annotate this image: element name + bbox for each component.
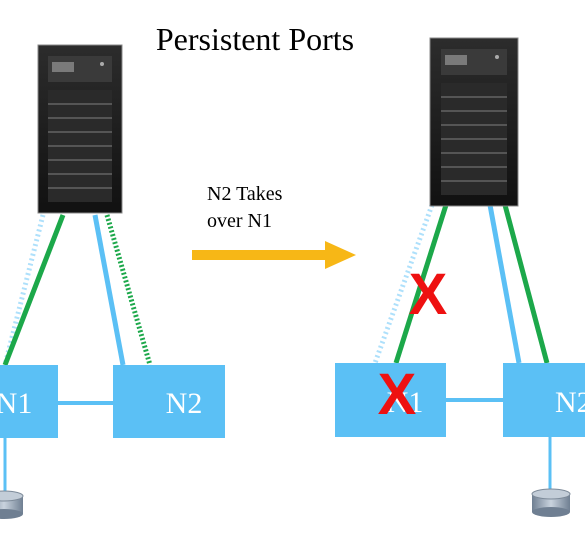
server-icon — [429, 37, 519, 207]
link-blue-server-n2 — [92, 214, 126, 366]
link-green-server-n1 — [2, 214, 66, 366]
node-n2-before-label: N2 — [166, 387, 203, 420]
node-n2-before — [113, 365, 225, 438]
before-scenario: N1 N2 — [0, 44, 225, 519]
node-n1-before — [0, 365, 58, 438]
node-n2-after-label: N2 — [555, 386, 585, 419]
link-green-server-n1-failed — [393, 204, 449, 364]
node-n1-before-label: N1 — [0, 387, 32, 420]
node-n1-after — [335, 363, 446, 437]
link-blue-server-n2 — [487, 204, 522, 364]
server-icon — [37, 44, 123, 214]
caption-line-2: over N1 — [207, 210, 272, 232]
diagram-title: Persistent Ports — [156, 21, 354, 57]
storage-disk-icon — [531, 488, 571, 517]
right-arrow-icon — [192, 241, 356, 269]
node-n2-after — [503, 363, 585, 437]
link-dotted-green-server-n2 — [104, 214, 153, 366]
node-n1-after-label: N1 — [387, 386, 424, 419]
link-dotted-blue-server-n1 — [2, 214, 46, 366]
failure-x-icon: X — [378, 362, 417, 427]
failure-x-icon: X — [409, 262, 448, 327]
caption-line-1: N2 Takes — [207, 183, 283, 205]
link-green-server-n2 — [502, 204, 550, 364]
after-scenario: N1 N2 X X — [335, 37, 585, 517]
storage-disk-icon — [0, 490, 24, 519]
transition: N2 Takes over N1 — [192, 183, 356, 269]
